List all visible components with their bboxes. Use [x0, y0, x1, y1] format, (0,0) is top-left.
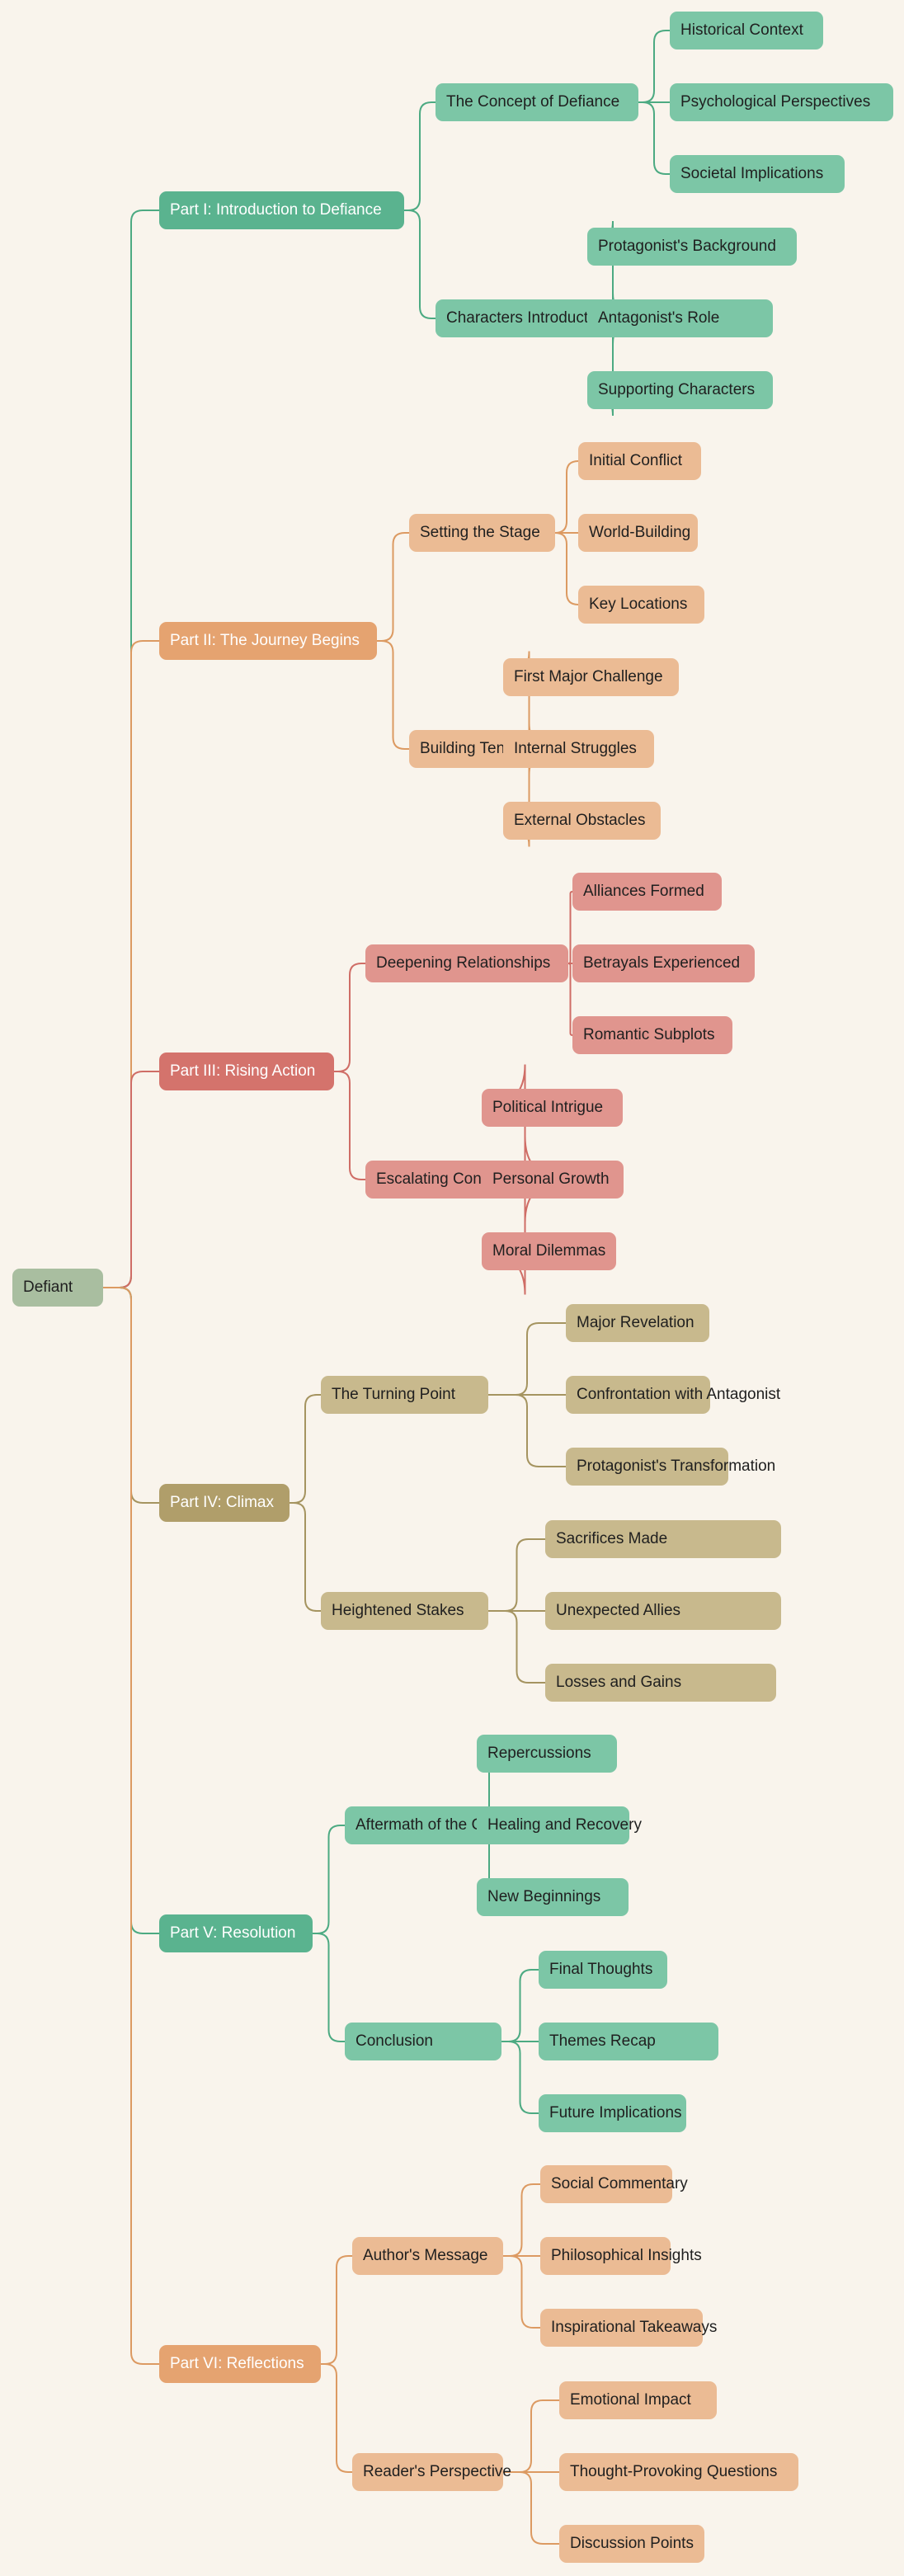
topic-node[interactable]: Personal Growth: [482, 1161, 624, 1199]
section-to-topic-connector: [488, 1322, 566, 1396]
section-to-topic-connector: [638, 101, 670, 175]
root-to-part-connector: [103, 1071, 159, 1288]
topic-node[interactable]: Political Intrigue: [482, 1089, 623, 1127]
part-to-section-connector: [313, 1933, 345, 2042]
topic-node[interactable]: Major Revelation: [566, 1304, 709, 1342]
topic-node[interactable]: Betrayals Experienced: [572, 944, 755, 982]
part-to-section-connector: [290, 1394, 321, 1504]
topic-node[interactable]: Inspirational Takeaways: [540, 2309, 717, 2347]
section-to-topic-connector: [554, 460, 579, 534]
section-node[interactable]: Setting the Stage: [409, 514, 555, 552]
topic-node[interactable]: Losses and Gains: [545, 1664, 776, 1702]
section-to-topic-connector: [503, 2399, 559, 2473]
section-to-topic-connector: [503, 2255, 540, 2329]
topic-node[interactable]: Unexpected Allies: [545, 1592, 781, 1630]
section-to-topic-connector: [638, 30, 670, 103]
topic-node[interactable]: Sacrifices Made: [545, 1520, 781, 1558]
topic-node[interactable]: Repercussions: [477, 1735, 617, 1773]
section-to-topic-connector: [503, 2471, 559, 2545]
topic-node[interactable]: Future Implications: [539, 2094, 686, 2132]
part-node[interactable]: Part VI: Reflections: [159, 2345, 321, 2383]
topic-node[interactable]: Confrontation with Antagonist: [566, 1376, 780, 1414]
topic-node[interactable]: External Obstacles: [503, 802, 661, 840]
topic-node[interactable]: Internal Struggles: [503, 730, 654, 768]
topic-node[interactable]: Historical Context: [670, 12, 823, 49]
topic-node[interactable]: Final Thoughts: [539, 1951, 667, 1989]
topic-node[interactable]: Discussion Points: [559, 2525, 704, 2563]
part-node[interactable]: Part V: Resolution: [159, 1914, 313, 1952]
topic-node[interactable]: Societal Implications: [670, 155, 845, 193]
topic-node[interactable]: Protagonist's Background: [587, 228, 797, 266]
section-to-topic-connector: [488, 1538, 545, 1612]
topic-node[interactable]: Social Commentary: [540, 2165, 688, 2203]
topic-node[interactable]: Emotional Impact: [559, 2381, 717, 2419]
part-node[interactable]: Part I: Introduction to Defiance: [159, 191, 404, 229]
topic-node[interactable]: Alliances Formed: [572, 873, 722, 911]
section-to-topic-connector: [488, 1610, 545, 1684]
section-to-topic-connector: [501, 2041, 539, 2114]
topic-node[interactable]: Philosophical Insights: [540, 2237, 702, 2275]
topic-node[interactable]: Supporting Characters: [587, 371, 773, 409]
section-node[interactable]: Heightened Stakes: [321, 1592, 488, 1630]
topic-node[interactable]: Thought-Provoking Questions: [559, 2453, 798, 2491]
topic-node[interactable]: Initial Conflict: [578, 442, 701, 480]
topic-node[interactable]: Themes Recap: [539, 2023, 718, 2060]
section-node[interactable]: The Concept of Defiance: [436, 83, 638, 121]
topic-node[interactable]: New Beginnings: [477, 1878, 629, 1916]
topic-node[interactable]: First Major Challenge: [503, 658, 679, 696]
topic-node[interactable]: Psychological Perspectives: [670, 83, 893, 121]
topic-node[interactable]: Antagonist's Role: [587, 299, 773, 337]
part-to-section-connector: [290, 1502, 321, 1612]
part-node[interactable]: Part IV: Climax: [159, 1484, 290, 1522]
topic-node[interactable]: Key Locations: [578, 586, 704, 624]
part-to-section-connector: [321, 2255, 352, 2365]
part-to-section-connector: [334, 963, 365, 1072]
section-to-topic-connector: [488, 1394, 566, 1467]
topic-node[interactable]: Romantic Subplots: [572, 1016, 732, 1054]
section-to-topic-connector: [503, 2183, 540, 2257]
section-node[interactable]: Author's Message: [352, 2237, 503, 2275]
section-to-topic-connector: [567, 963, 573, 1036]
part-node[interactable]: Part II: The Journey Begins: [159, 622, 377, 660]
section-node[interactable]: Reader's Perspective: [352, 2453, 511, 2491]
part-to-section-connector: [404, 210, 436, 319]
root-node[interactable]: Defiant: [12, 1269, 103, 1307]
part-to-section-connector: [321, 2363, 352, 2473]
part-to-section-connector: [313, 1825, 345, 1934]
section-node[interactable]: Deepening Relationships: [365, 944, 568, 982]
topic-node[interactable]: Healing and Recovery: [477, 1806, 642, 1844]
topic-node[interactable]: World-Building: [578, 514, 698, 552]
part-to-section-connector: [377, 640, 409, 750]
root-to-part-connector: [103, 1287, 159, 2365]
part-node[interactable]: Part III: Rising Action: [159, 1053, 334, 1090]
topic-node[interactable]: Moral Dilemmas: [482, 1232, 616, 1270]
section-node[interactable]: The Turning Point: [321, 1376, 488, 1414]
part-to-section-connector: [377, 532, 409, 642]
part-to-section-connector: [334, 1071, 365, 1180]
section-node[interactable]: Conclusion: [345, 2023, 501, 2060]
topic-node[interactable]: Protagonist's Transformation: [566, 1448, 775, 1486]
section-to-topic-connector: [501, 1969, 539, 2042]
section-to-topic-connector: [554, 532, 579, 605]
part-to-section-connector: [404, 101, 436, 211]
